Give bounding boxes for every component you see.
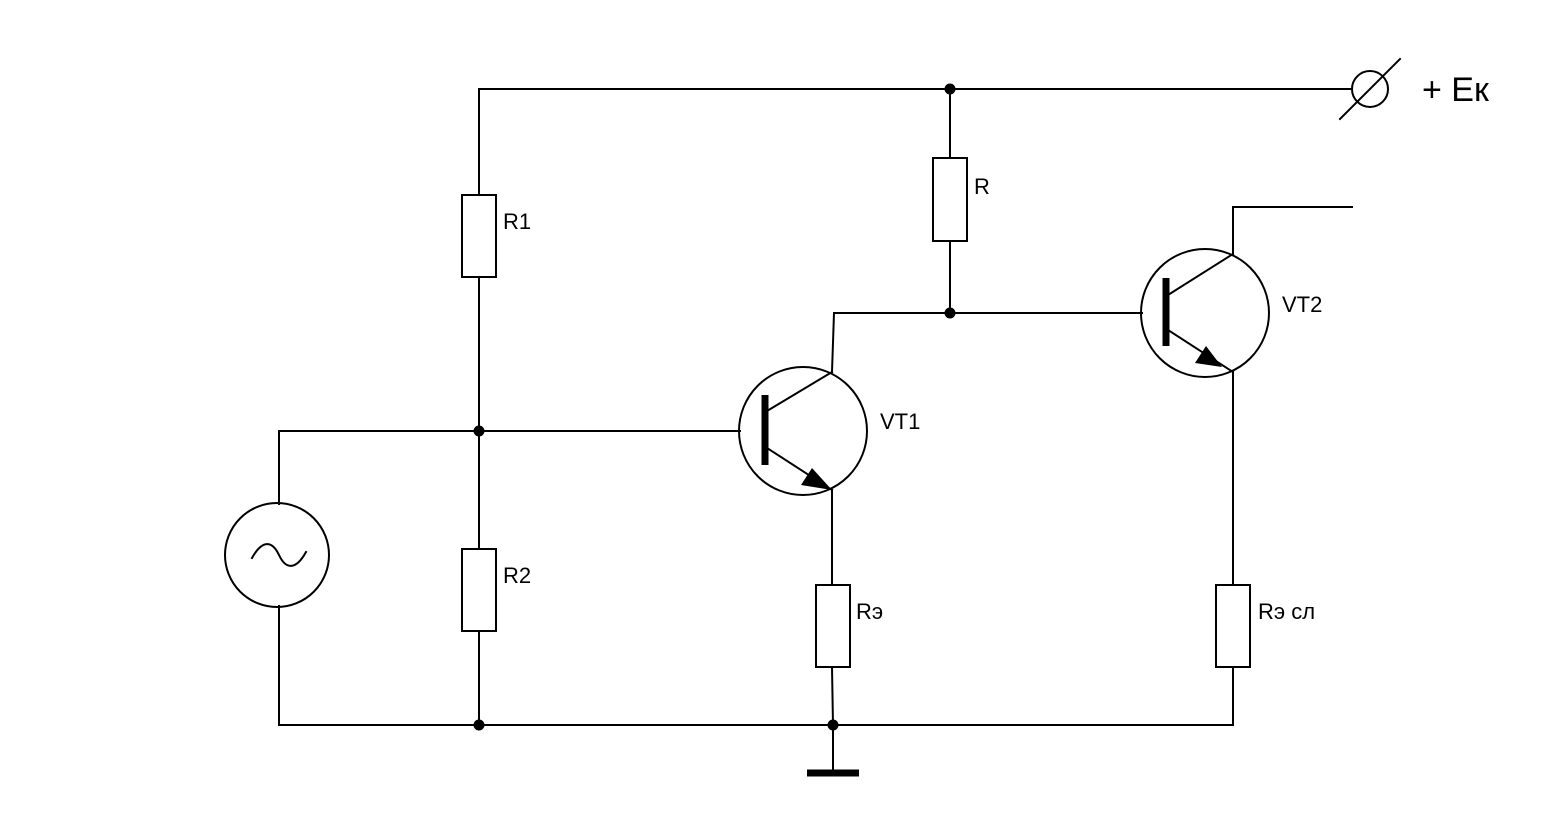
stage-coupling [830,88,1143,374]
resistor-r2 [461,548,497,632]
transistor-vt1-label: VT1 [880,409,920,434]
resistor-re-out [1215,584,1251,668]
transistor-vt1 [738,366,868,496]
junction-dot [827,719,839,731]
resistor-r1-label: R1 [503,209,531,234]
resistor-r-label: R [974,174,990,199]
resistor-re-out-label: Rэ сл [1258,599,1315,624]
resistor-re-label: Rэ [856,599,883,624]
junction-dots [473,83,956,731]
junction-dot [944,307,956,319]
ac-source-icon [224,502,330,608]
resistor-r1 [461,194,497,278]
junction-dot [473,425,485,437]
transistor-vt2 [1140,248,1270,378]
supply-label: + Eк [1422,71,1490,109]
ground-bus [278,666,1234,726]
vt1-emitter-lead [830,489,835,727]
resistor-re [815,584,851,668]
supply-rail [478,88,1353,444]
junction-dot [473,719,485,731]
junction-dot [944,83,956,95]
resistor-r [932,157,968,242]
transistor-vt2-label: VT2 [1282,292,1322,317]
ground-icon [807,724,859,777]
output-lead [1232,206,1353,255]
resistor-r2-label: R2 [503,563,531,588]
power-terminal-icon [1338,57,1402,121]
